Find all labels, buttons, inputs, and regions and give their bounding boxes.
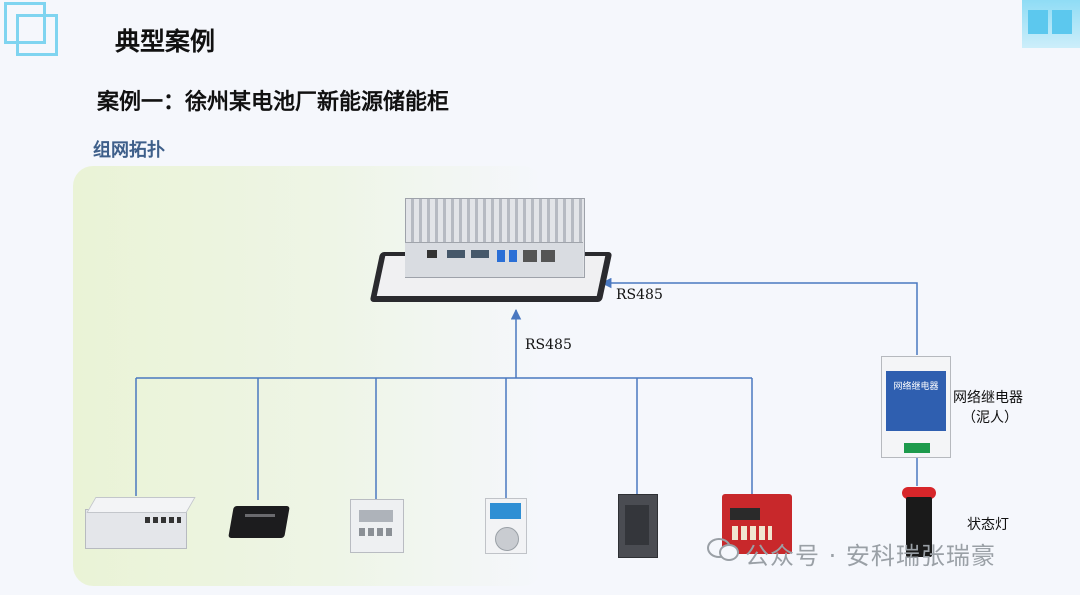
relay-sub: （泥人） bbox=[962, 410, 1018, 426]
bus-rs485-label: RS485 bbox=[525, 337, 572, 353]
relay-plate-text: 网络继电器 bbox=[893, 382, 939, 392]
relay-name: 网络继电器 bbox=[953, 390, 1023, 406]
network-relay-device: 网络继电器 bbox=[881, 356, 951, 458]
page-title: 典型案例 bbox=[115, 27, 216, 56]
temperature-controller-device bbox=[485, 498, 527, 554]
watermark-text: 公众号 · 安科瑞张瑞豪 bbox=[745, 542, 996, 570]
corner-deco-right bbox=[1022, 0, 1080, 48]
relay-link bbox=[600, 277, 918, 355]
power-meter-device bbox=[350, 499, 404, 553]
status-lamp-device bbox=[902, 487, 936, 563]
gateway-computer bbox=[369, 190, 613, 315]
io-module-device bbox=[227, 500, 291, 544]
wechat-icon bbox=[707, 536, 739, 562]
battery-pack-device bbox=[85, 497, 196, 549]
section-title: 组网拓扑 bbox=[93, 140, 165, 161]
corner-deco-left bbox=[0, 0, 60, 60]
case-title: 案例一：徐州某电池厂新能源储能柜 bbox=[97, 90, 450, 115]
relay-rs485-label: RS485 bbox=[616, 287, 663, 303]
sensor-panel-device bbox=[618, 494, 658, 558]
status-lamp-name: 状态灯 bbox=[967, 517, 1009, 533]
